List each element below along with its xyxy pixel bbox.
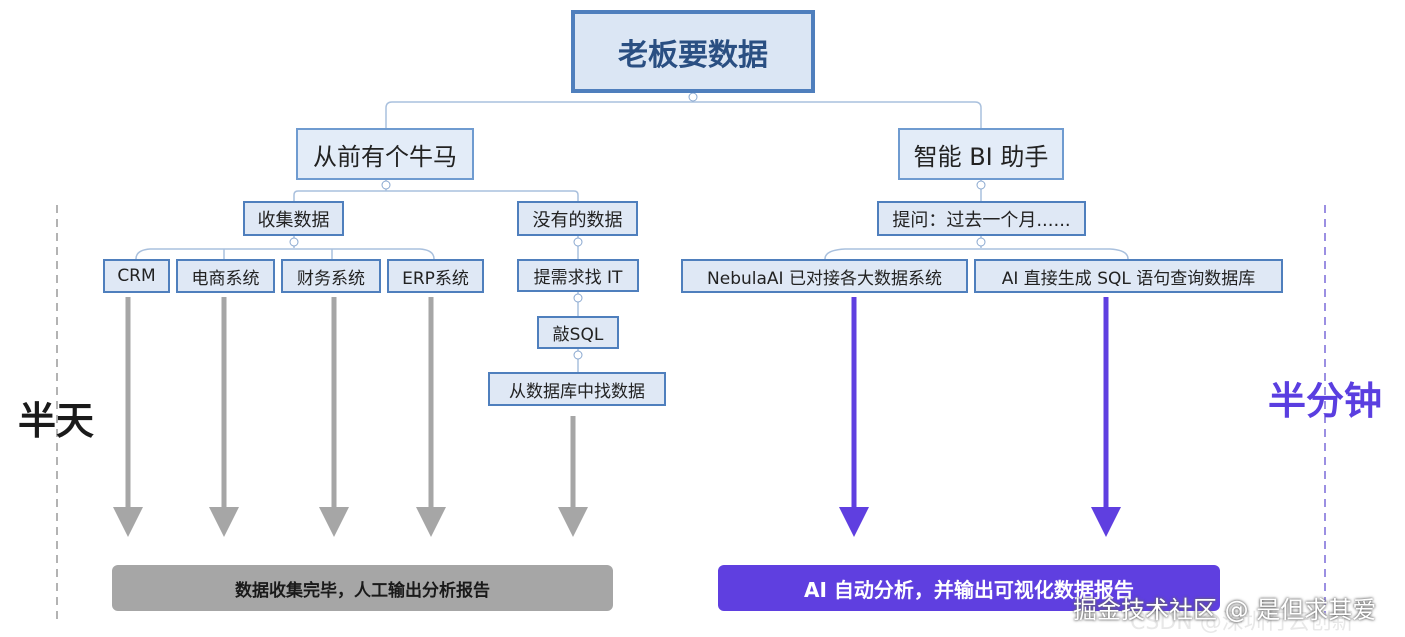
watermark-main: 掘金技术社区 @ 是但求其爱 bbox=[1073, 596, 1377, 624]
label-half-minute: 半分钟 bbox=[1268, 379, 1383, 423]
result-manual-report: 数据收集完毕，人工输出分析报告 bbox=[112, 565, 613, 611]
label-half-day: 半天 bbox=[18, 399, 95, 443]
step-ask-it: 提需求找 IT bbox=[517, 259, 639, 292]
node-question: 提问：过去一个月...... bbox=[877, 201, 1086, 236]
purple-arrows bbox=[839, 297, 1121, 537]
source-finance: 财务系统 bbox=[281, 259, 381, 293]
root-node: 老板要数据 bbox=[571, 10, 815, 93]
node-collect-data: 收集数据 bbox=[243, 201, 344, 236]
watermark-secondary: CSDN @深圳行云创新 bbox=[1130, 610, 1354, 635]
step-nebula-connected: NebulaAI 已对接各大数据系统 bbox=[681, 259, 968, 293]
tree-lines-left bbox=[293, 180, 579, 201]
node-old-way: 从前有个牛马 bbox=[296, 128, 474, 180]
source-erp: ERP系统 bbox=[387, 259, 484, 293]
tree-lines-sources bbox=[135, 236, 435, 260]
node-smart-bi: 智能 BI 助手 bbox=[898, 128, 1064, 180]
step-find-in-db: 从数据库中找数据 bbox=[488, 372, 666, 406]
gray-arrows bbox=[113, 297, 588, 537]
result-ai-report: AI 自动分析，并输出可视化数据报告 bbox=[718, 565, 1220, 611]
step-write-sql: 敲SQL bbox=[537, 316, 619, 349]
step-ai-generate-sql: AI 直接生成 SQL 语句查询数据库 bbox=[974, 259, 1283, 293]
source-ecommerce: 电商系统 bbox=[176, 259, 275, 293]
node-missing-data: 没有的数据 bbox=[517, 201, 638, 236]
tree-lines-top bbox=[385, 93, 982, 128]
source-crm: CRM bbox=[103, 259, 170, 293]
